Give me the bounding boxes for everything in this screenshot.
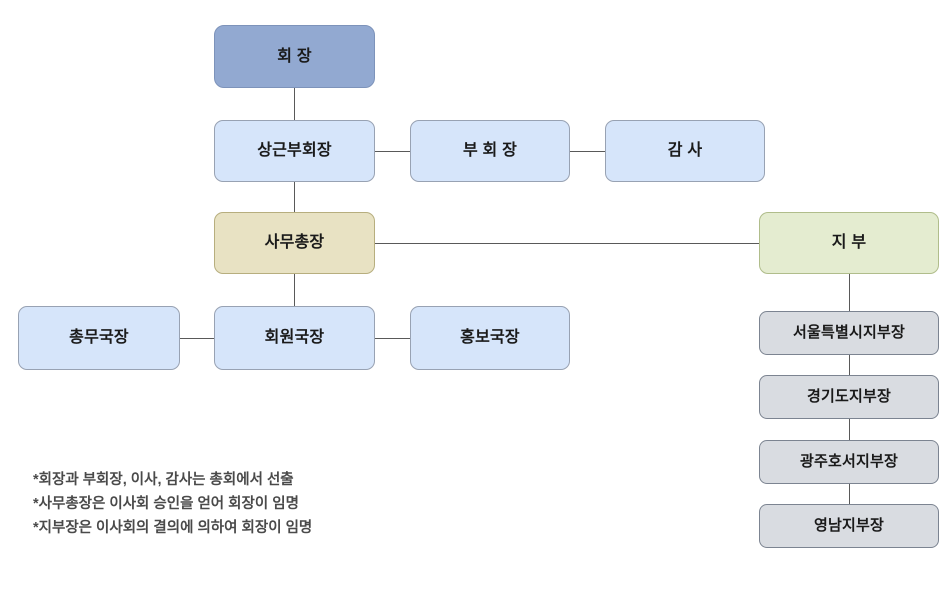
node-branch-seoul[interactable]: 서울특별시지부장: [759, 311, 939, 355]
footnote-election: *회장과 부회장, 이사, 감사는 총회에서 선출: [33, 472, 294, 488]
node-chairman[interactable]: 회 장: [214, 25, 375, 88]
connector-gyeonggi-to-gwangju: [849, 419, 850, 441]
footnote-secretary-general-appointment: *사무총장은 이사회 승인을 얻어 회장이 임명: [33, 496, 299, 512]
node-branch-headquarters[interactable]: 지 부: [759, 212, 939, 274]
node-membership-director[interactable]: 회원국장: [214, 306, 375, 370]
node-branch-yeongnam[interactable]: 영남지부장: [759, 504, 939, 548]
connector-vice-chairman-to-auditor: [570, 151, 606, 152]
connector-seoul-to-gyeonggi: [849, 355, 850, 376]
connector-gwangju-to-yeongnam: [849, 484, 850, 505]
connector-chairman-to-standing-vp: [294, 88, 295, 121]
node-publicity-director[interactable]: 홍보국장: [410, 306, 570, 370]
node-branch-gyeonggi[interactable]: 경기도지부장: [759, 375, 939, 419]
connector-membership-to-publicity: [375, 338, 411, 339]
node-standing-vice-chairman[interactable]: 상근부회장: [214, 120, 375, 182]
connector-secretary-general-to-membership: [294, 274, 295, 307]
node-auditor[interactable]: 감 사: [605, 120, 765, 182]
connector-secretary-general-to-branch-hq: [375, 243, 760, 244]
footnote-branch-head-appointment: *지부장은 이사회의 결의에 의하여 회장이 임명: [33, 520, 313, 536]
node-branch-gwangju-hoseo[interactable]: 광주호서지부장: [759, 440, 939, 484]
connector-branch-hq-to-seoul: [849, 274, 850, 312]
connector-general-affairs-to-membership: [180, 338, 215, 339]
connector-standing-vp-to-secretary-general: [294, 182, 295, 213]
node-vice-chairman[interactable]: 부 회 장: [410, 120, 570, 182]
footnotes: *회장과 부회장, 이사, 감사는 총회에서 선출 *사무총장은 이사회 승인을…: [33, 468, 312, 540]
connector-standing-vp-to-vice-chairman: [375, 151, 411, 152]
node-secretary-general[interactable]: 사무총장: [214, 212, 375, 274]
node-general-affairs-director[interactable]: 총무국장: [18, 306, 180, 370]
